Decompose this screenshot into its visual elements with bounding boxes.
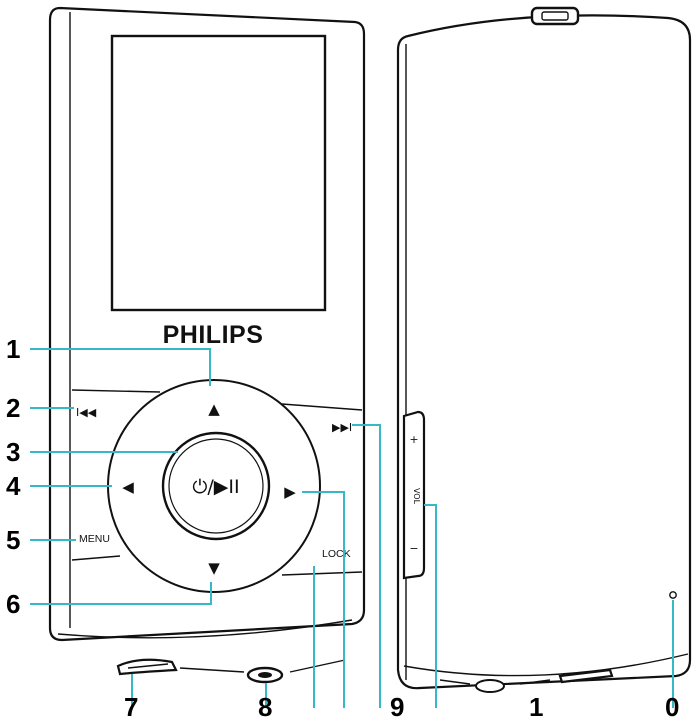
- usb-connector: [116, 658, 178, 676]
- lanyard-slot-inner: [541, 11, 569, 21]
- reset-hole[interactable]: [669, 591, 677, 599]
- back-usb-connector: [558, 668, 614, 684]
- bottom-seam: [179, 659, 346, 673]
- top-divider-left: [71, 389, 161, 393]
- volume-rocker[interactable]: [402, 410, 426, 580]
- bottom-divider-right: [281, 571, 363, 576]
- leader-10: [424, 504, 437, 708]
- back-bottom-seam: [439, 679, 551, 685]
- callout-7: 7: [124, 692, 138, 722]
- play-pause-ring: [168, 438, 264, 534]
- callout-6: 6: [6, 589, 20, 619]
- callout-8: 8: [258, 692, 272, 722]
- volume-up-icon[interactable]: +: [409, 433, 418, 446]
- front-view: PHILIPS ⏻/▶II ▲ ▼ ◀ ▶ I◀◀ ▶▶I MENU LOCK: [48, 6, 366, 684]
- callout-11: 0: [665, 692, 679, 722]
- next-button[interactable]: ▶▶I: [332, 421, 352, 434]
- callout-5: 5: [6, 525, 20, 555]
- display-screen: [110, 34, 327, 312]
- right-arrow-icon[interactable]: ▶: [284, 483, 296, 501]
- callout-numbers: 1 2 3 4 5 6 7 8 9 1 0: [6, 334, 679, 722]
- back-bottom-edge: [403, 653, 689, 677]
- back-headphone-jack: [475, 679, 505, 693]
- brand-logo: PHILIPS: [163, 321, 264, 349]
- back-body-outline: [396, 14, 692, 690]
- menu-button-label[interactable]: MENU: [79, 533, 110, 545]
- up-arrow-icon[interactable]: ▲: [208, 400, 220, 418]
- previous-button[interactable]: I◀◀: [76, 406, 97, 419]
- usb-connector-inner: [127, 663, 169, 669]
- callout-3: 3: [6, 437, 20, 467]
- bottom-divider-left: [71, 555, 121, 561]
- top-divider-right: [281, 403, 363, 411]
- callout-4: 4: [6, 471, 21, 501]
- leader-6: [30, 582, 212, 605]
- left-arrow-icon[interactable]: ◀: [122, 478, 134, 496]
- callout-10: 1: [529, 692, 543, 722]
- volume-down-icon[interactable]: −: [409, 542, 418, 555]
- headphone-jack-hole: [258, 672, 272, 678]
- leader-right: [302, 491, 345, 708]
- down-arrow-icon[interactable]: ▼: [208, 559, 220, 577]
- front-bottom-edge: [57, 619, 353, 639]
- leader-lines: [30, 348, 674, 708]
- callout-9: 9: [390, 692, 404, 722]
- volume-label: VOL: [412, 488, 421, 505]
- lock-label: LOCK: [322, 548, 351, 560]
- callout-2: 2: [6, 393, 20, 423]
- leader-1: [30, 348, 211, 386]
- play-pause-label: ⏻/▶II: [192, 476, 239, 498]
- back-view: + VOL −: [396, 6, 692, 693]
- play-pause-button[interactable]: [161, 431, 271, 541]
- callout-1: 1: [6, 334, 20, 364]
- leader-9: [352, 424, 381, 708]
